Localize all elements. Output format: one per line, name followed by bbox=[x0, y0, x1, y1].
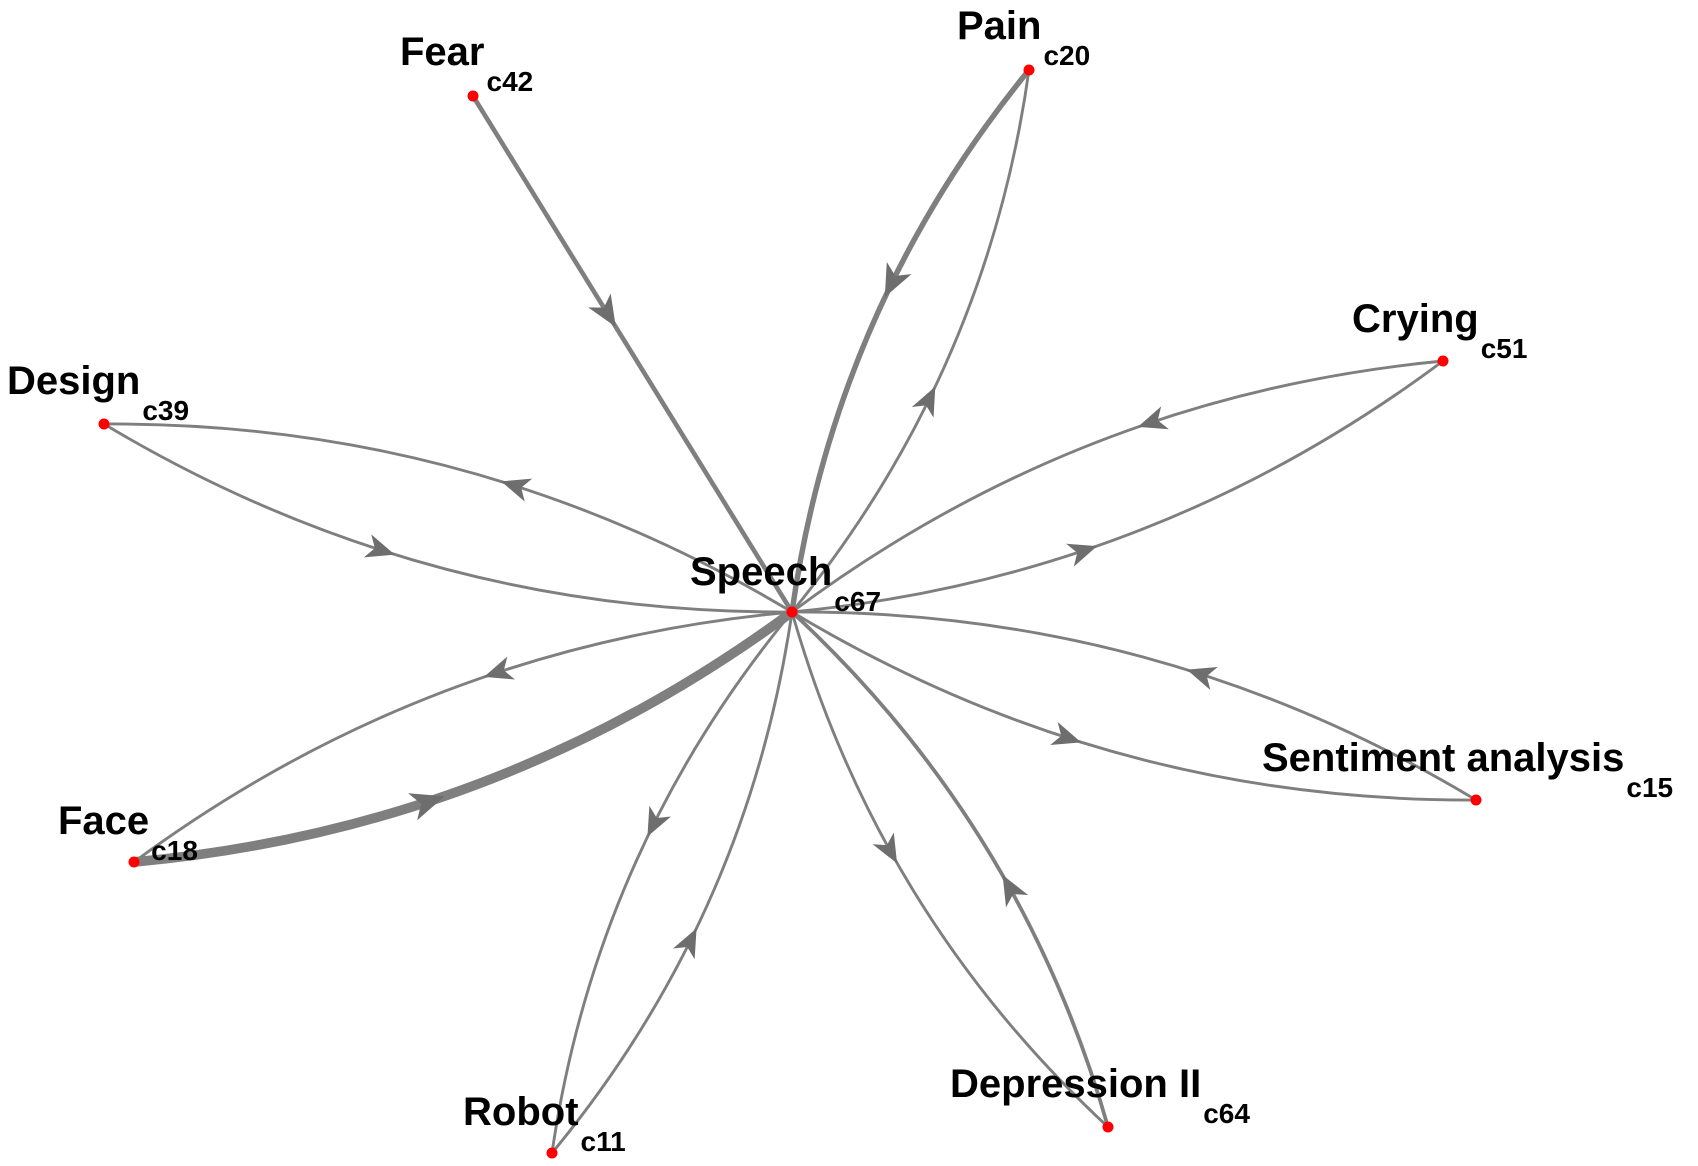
arrow-pain-to-speech bbox=[884, 261, 912, 298]
node-name-face: Face bbox=[58, 799, 149, 843]
node-name-robot: Robot bbox=[463, 1090, 579, 1134]
arrow-speech-to-design bbox=[501, 478, 533, 502]
node-name-sentiment: Sentiment analysis bbox=[1262, 736, 1624, 780]
arrow-depression-to-speech bbox=[1002, 875, 1029, 908]
edge-speech-to-design bbox=[102, 422, 794, 614]
node-cluster-id-pain: c20 bbox=[1043, 40, 1090, 71]
edge-face-to-speech bbox=[129, 607, 797, 867]
node-fear bbox=[467, 90, 479, 102]
node-label-sentiment: Sentiment analysisc15 bbox=[1262, 736, 1673, 803]
arrow-speech-to-depression bbox=[872, 832, 898, 864]
node-sentiment bbox=[1470, 794, 1482, 806]
node-face bbox=[128, 856, 140, 868]
arrow-design-to-speech bbox=[363, 534, 395, 558]
arrow-speech-to-crying bbox=[1066, 543, 1098, 567]
node-cluster-id-depression: c64 bbox=[1203, 1098, 1250, 1129]
node-name-depression: Depression II bbox=[950, 1062, 1201, 1106]
node-label-face: Facec18 bbox=[58, 799, 198, 866]
arrow-speech-to-robot bbox=[647, 805, 672, 837]
arrow-crying-to-speech bbox=[1137, 406, 1169, 430]
arrow-speech-to-face bbox=[483, 656, 515, 680]
node-label-robot: Robotc11 bbox=[463, 1090, 626, 1157]
edge-speech-to-sentiment bbox=[790, 610, 1478, 802]
edge-crying-to-speech bbox=[790, 359, 1445, 614]
node-cluster-id-face: c18 bbox=[151, 835, 198, 866]
node-cluster-id-sentiment: c15 bbox=[1626, 772, 1673, 803]
edge-speech-to-crying bbox=[790, 359, 1445, 614]
edge-speech-to-robot bbox=[550, 610, 794, 1155]
node-label-depression: Depression IIc64 bbox=[950, 1062, 1250, 1129]
node-speech bbox=[786, 606, 798, 618]
node-label-fear: Fearc42 bbox=[400, 30, 533, 97]
node-cluster-id-robot: c11 bbox=[581, 1126, 626, 1157]
edge-depression-to-speech bbox=[790, 610, 1110, 1129]
edges-layer bbox=[102, 67, 1478, 1155]
node-design bbox=[98, 418, 110, 430]
node-cluster-id-speech: c67 bbox=[834, 586, 881, 617]
node-depression bbox=[1102, 1121, 1114, 1133]
edge-speech-to-pain bbox=[790, 68, 1031, 614]
arrow-sentiment-to-speech bbox=[1186, 666, 1218, 690]
arrow-robot-to-speech bbox=[672, 928, 697, 960]
node-label-pain: Painc20 bbox=[957, 4, 1090, 71]
arrow-fear-to-speech bbox=[588, 293, 616, 327]
arrow-speech-to-sentiment bbox=[1050, 722, 1082, 746]
arrow-face-to-speech bbox=[408, 793, 445, 821]
edge-speech-to-face bbox=[132, 610, 794, 864]
node-pain bbox=[1023, 64, 1035, 76]
edge-robot-to-speech bbox=[550, 610, 794, 1155]
node-crying bbox=[1437, 355, 1449, 367]
node-name-pain: Pain bbox=[957, 4, 1041, 48]
arrow-speech-to-pain bbox=[911, 386, 936, 418]
node-robot bbox=[546, 1147, 558, 1159]
node-name-design: Design bbox=[7, 359, 140, 403]
node-label-crying: Cryingc51 bbox=[1352, 297, 1527, 364]
edge-speech-to-depression bbox=[790, 610, 1110, 1129]
edge-pain-to-speech bbox=[789, 67, 1032, 615]
labels-layer: Speechc67 Fearc42 Painc20Cryingc51Designc3… bbox=[7, 4, 1673, 1157]
edge-design-to-speech bbox=[102, 422, 794, 614]
node-cluster-id-crying: c51 bbox=[1481, 333, 1528, 364]
node-label-speech: Speechc67 bbox=[690, 550, 881, 617]
node-label-design: Designc39 bbox=[7, 359, 189, 426]
node-name-crying: Crying bbox=[1352, 297, 1479, 341]
arrows-layer bbox=[363, 261, 1218, 960]
node-cluster-id-fear: c42 bbox=[487, 66, 534, 97]
node-name-speech: Speech bbox=[690, 550, 832, 594]
edge-sentiment-to-speech bbox=[790, 610, 1478, 802]
edge-fear-to-speech bbox=[470, 93, 795, 615]
nodes-layer bbox=[98, 64, 1482, 1159]
node-cluster-id-design: c39 bbox=[142, 395, 189, 426]
node-name-fear: Fear bbox=[400, 30, 485, 74]
